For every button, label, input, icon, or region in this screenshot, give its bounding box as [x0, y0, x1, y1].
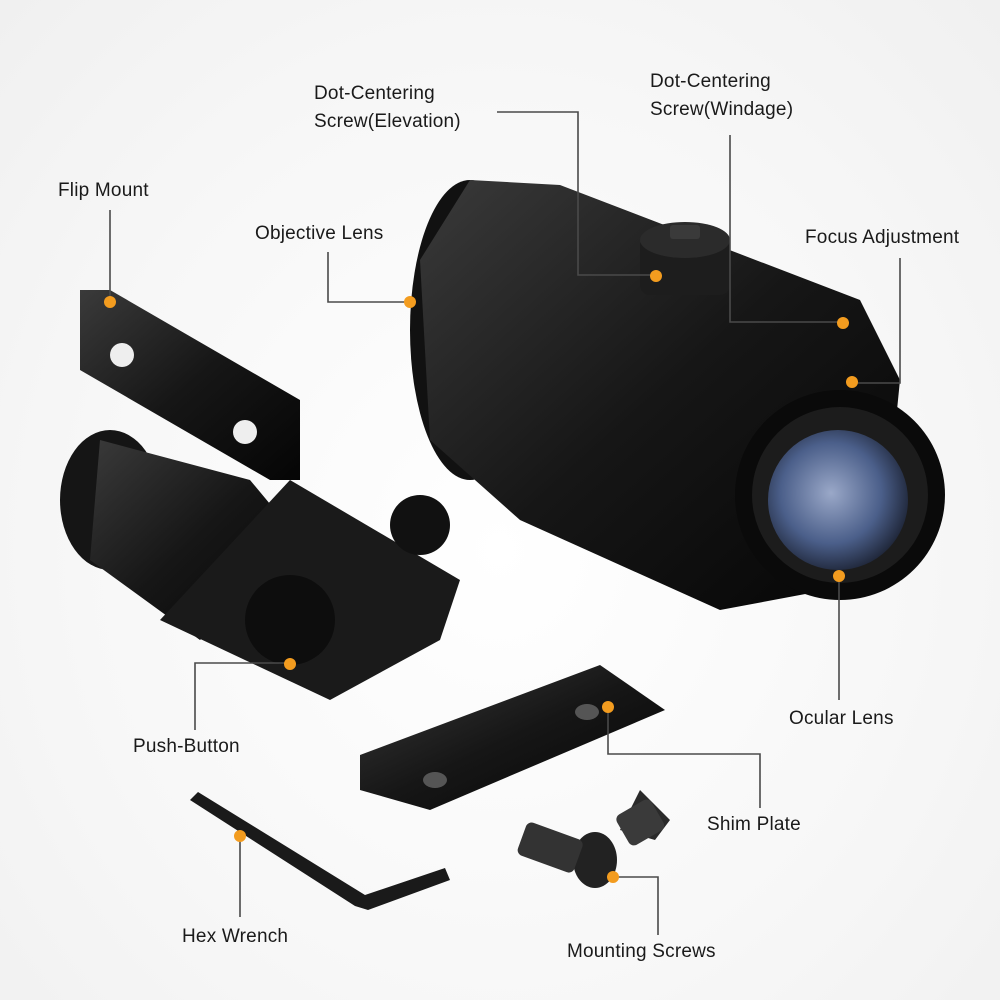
- leader-windage: [729, 135, 842, 323]
- mounting-screws-image: [517, 790, 670, 888]
- hex-wrench-image: [190, 792, 450, 910]
- marker-ocular-lens: [833, 570, 845, 582]
- label-push-button: Push-Button: [133, 736, 240, 757]
- marker-windage: [837, 317, 849, 329]
- label-objective-lens: Objective Lens: [255, 223, 384, 244]
- marker-elevation: [650, 270, 662, 282]
- marker-hex-wrench: [234, 830, 246, 842]
- marker-flip-mount: [104, 296, 116, 308]
- label-focus-adjustment: Focus Adjustment: [805, 227, 960, 248]
- flip-mount: [60, 290, 460, 700]
- label-mounting-screws: Mounting Screws: [567, 941, 716, 962]
- label-windage-line1: Dot-Centering: [650, 71, 771, 92]
- label-windage: Dot-Centering Screw(Windage): [650, 68, 793, 124]
- leader-elevation: [497, 111, 655, 276]
- leader-mounting-screws: [613, 876, 659, 935]
- leader-objective-lens: [327, 252, 410, 303]
- label-flip-mount: Flip Mount: [58, 180, 149, 201]
- leader-focus: [852, 258, 901, 384]
- label-hex-wrench: Hex Wrench: [182, 926, 289, 947]
- shim-plate-image: [360, 665, 665, 810]
- label-elevation-line1: Dot-Centering: [314, 83, 435, 104]
- marker-push-button: [284, 658, 296, 670]
- label-elevation-line2: Screw(Elevation): [314, 111, 461, 132]
- marker-focus: [846, 376, 858, 388]
- label-elevation: Dot-Centering Screw(Elevation): [314, 80, 461, 136]
- label-shim-plate: Shim Plate: [707, 814, 801, 835]
- label-windage-line2: Screw(Windage): [650, 99, 794, 120]
- marker-shim-plate: [602, 701, 614, 713]
- leader-push-button: [194, 662, 290, 730]
- marker-objective-lens: [404, 296, 416, 308]
- magnifier-body: [410, 180, 945, 610]
- leader-shim-plate: [607, 707, 761, 808]
- marker-mounting-screws: [607, 871, 619, 883]
- label-ocular-lens: Ocular Lens: [789, 708, 894, 729]
